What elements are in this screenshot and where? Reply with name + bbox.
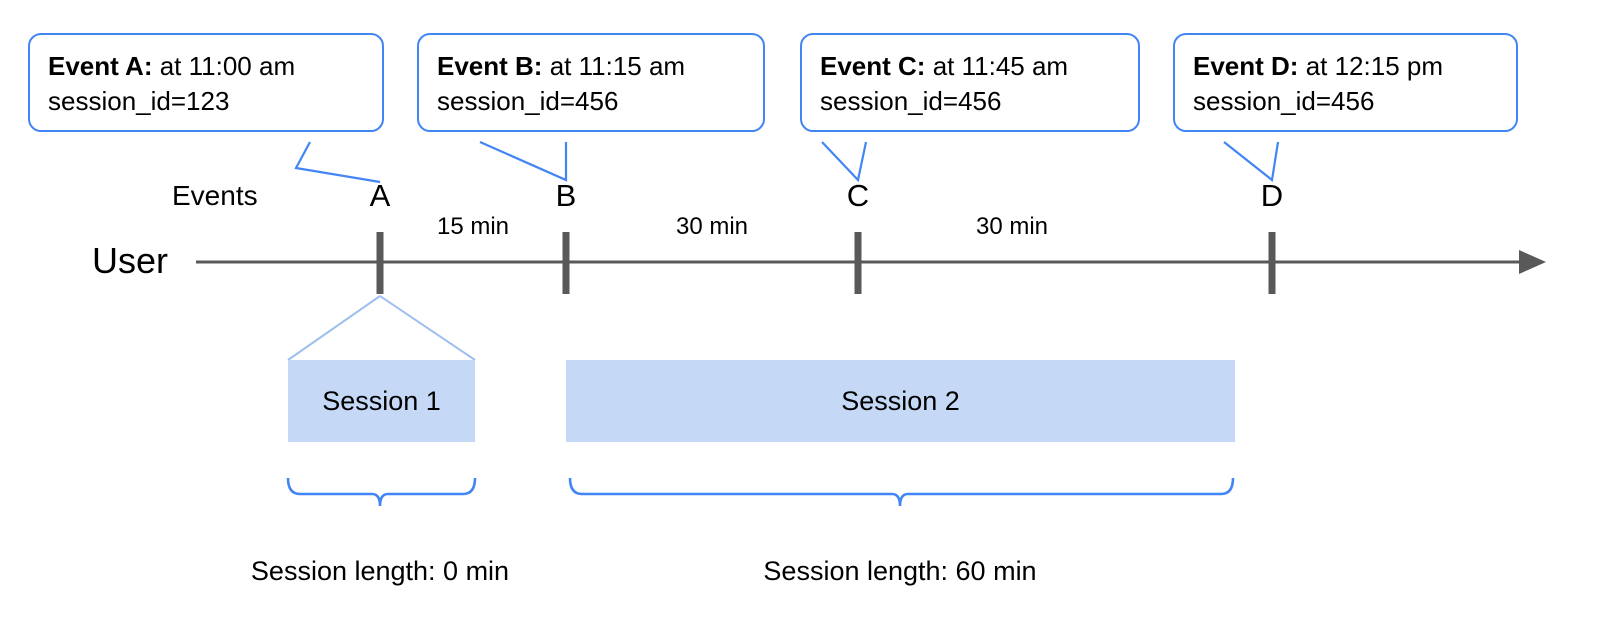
callout-event-c[interactable]: Event C: at 11:45 am session_id=456 [800,33,1140,133]
session1-leader-left [287,295,381,361]
callout-session-id: session_id=456 [1193,85,1375,116]
session1-brace [286,477,477,507]
callout-lead-label: Event A: [48,51,153,81]
callout-time-label: at 11:15 am [542,51,686,81]
callout-time-label: at 11:45 am [925,51,1069,81]
callout-session-id: session_id=456 [437,85,619,116]
callout-lead-label: Event D: [1193,51,1299,81]
callout-event-b[interactable]: Event B: at 11:15 am session_id=456 [417,33,765,133]
session-bar-label: Session 1 [322,385,441,416]
event-marker-label-d: D [1260,178,1284,213]
callout-tail-a [294,141,381,184]
session-length-caption-2: Session length: 60 min [763,556,1037,586]
callout-tail-c [821,141,868,183]
callout-line-primary: Event B: at 11:15 am [437,49,747,84]
callout-lead-label: Event C: [820,51,926,81]
session-bar-1[interactable]: Session 1 [288,360,475,442]
callout-session-id: session_id=456 [820,85,1002,116]
callout-lead-label: Event B: [437,51,543,81]
event-marker-label-a: A [369,178,391,213]
session1-leader-right [379,295,476,361]
callout-line-primary: Event D: at 12:15 pm [1193,49,1500,84]
interval-label-c-d: 30 min [975,213,1049,240]
callout-event-d[interactable]: Event D: at 12:15 pm session_id=456 [1173,33,1518,133]
events-row-label: Events [172,180,258,211]
event-marker-label-c: C [846,178,870,213]
interval-label-a-b: 15 min [436,213,510,240]
event-marker-label-b: B [555,178,577,213]
interval-label-b-c: 30 min [675,213,749,240]
callout-time-label: at 11:00 am [152,51,296,81]
callout-line-primary: Event C: at 11:45 am [820,49,1122,84]
callout-time-label: at 12:15 pm [1298,51,1444,81]
callout-tail-d [1223,141,1280,183]
session-length-caption-1: Session length: 0 min [250,556,510,586]
callout-line-primary: Event A: at 11:00 am [48,49,366,84]
user-axis-label: User [92,240,169,281]
callout-tail-b [479,140,568,182]
session-bar-label: Session 2 [841,385,960,416]
session-bar-2[interactable]: Session 2 [566,360,1235,442]
session2-brace [568,477,1235,507]
callout-session-id: session_id=123 [48,85,230,116]
callout-event-a[interactable]: Event A: at 11:00 am session_id=123 [28,33,384,133]
